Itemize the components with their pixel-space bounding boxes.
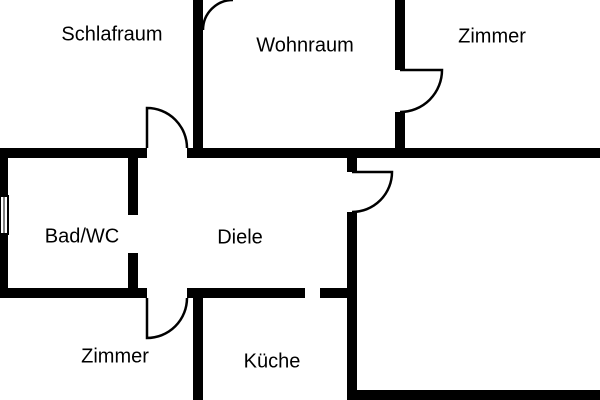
wall-segment xyxy=(0,148,147,158)
room-label-kueche: Küche xyxy=(243,350,301,373)
wall-segment xyxy=(187,288,305,298)
room-label-diele: Diele xyxy=(217,226,263,249)
wall-segment xyxy=(0,288,147,298)
wall-segment xyxy=(193,0,203,148)
wall-segment xyxy=(0,158,8,196)
wall-segment xyxy=(347,158,357,172)
door-arc-schlafraum xyxy=(145,106,189,149)
wall-segment xyxy=(347,212,357,288)
room-label-zimmer-bottom: Zimmer xyxy=(81,345,149,368)
wall-segment xyxy=(187,148,600,158)
wall-segment xyxy=(320,288,357,298)
door-arcs xyxy=(145,0,444,340)
room-label-zimmer-top: Zimmer xyxy=(458,25,526,48)
room-label-schlafraum: Schlafraum xyxy=(61,23,163,46)
wall-segment xyxy=(193,298,203,400)
window-symbol xyxy=(0,195,9,235)
wall-segment xyxy=(347,390,600,400)
wall-segment xyxy=(395,0,405,70)
door-arc-diele-right xyxy=(351,170,394,214)
door-arc-zimmer-bottom xyxy=(145,297,189,340)
wall-segment xyxy=(128,158,138,215)
room-label-bad-wc: Bad/WC xyxy=(44,225,120,248)
wall-segment xyxy=(0,234,8,288)
door-arc-wohnraum xyxy=(201,0,234,31)
wall-segment xyxy=(128,253,138,288)
door-arc-zimmer-top xyxy=(399,68,444,114)
wall-segment xyxy=(395,112,405,148)
wall-segment xyxy=(347,298,357,400)
room-label-wohnraum: Wohnraum xyxy=(256,34,354,57)
